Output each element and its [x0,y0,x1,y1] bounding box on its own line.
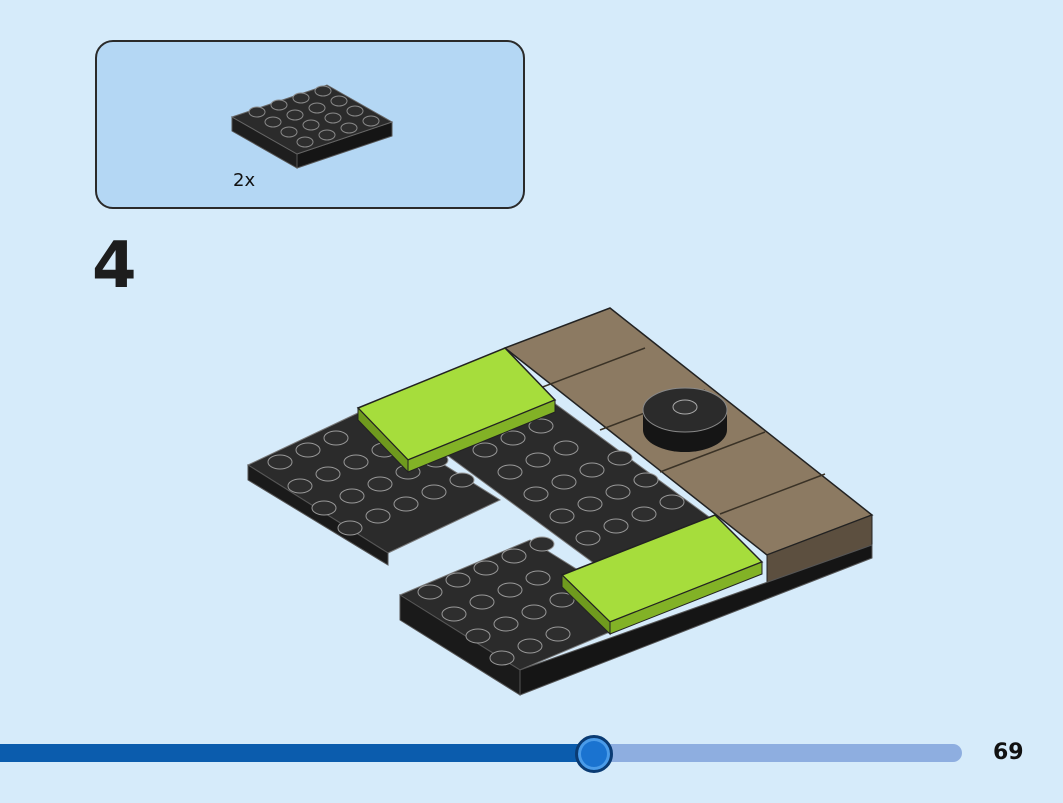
progress-fill [0,744,593,762]
build-step-illustration [246,307,874,696]
progress-knob [575,735,613,773]
part-quantity: 2x [233,170,256,191]
page-number: 69 [993,740,1024,765]
round-tile-icon [642,387,728,452]
progress-track [0,735,962,773]
step-number: 4 [92,229,137,303]
black-plate-4x4-icon [230,84,394,169]
parts-callout: 2x [95,40,525,209]
